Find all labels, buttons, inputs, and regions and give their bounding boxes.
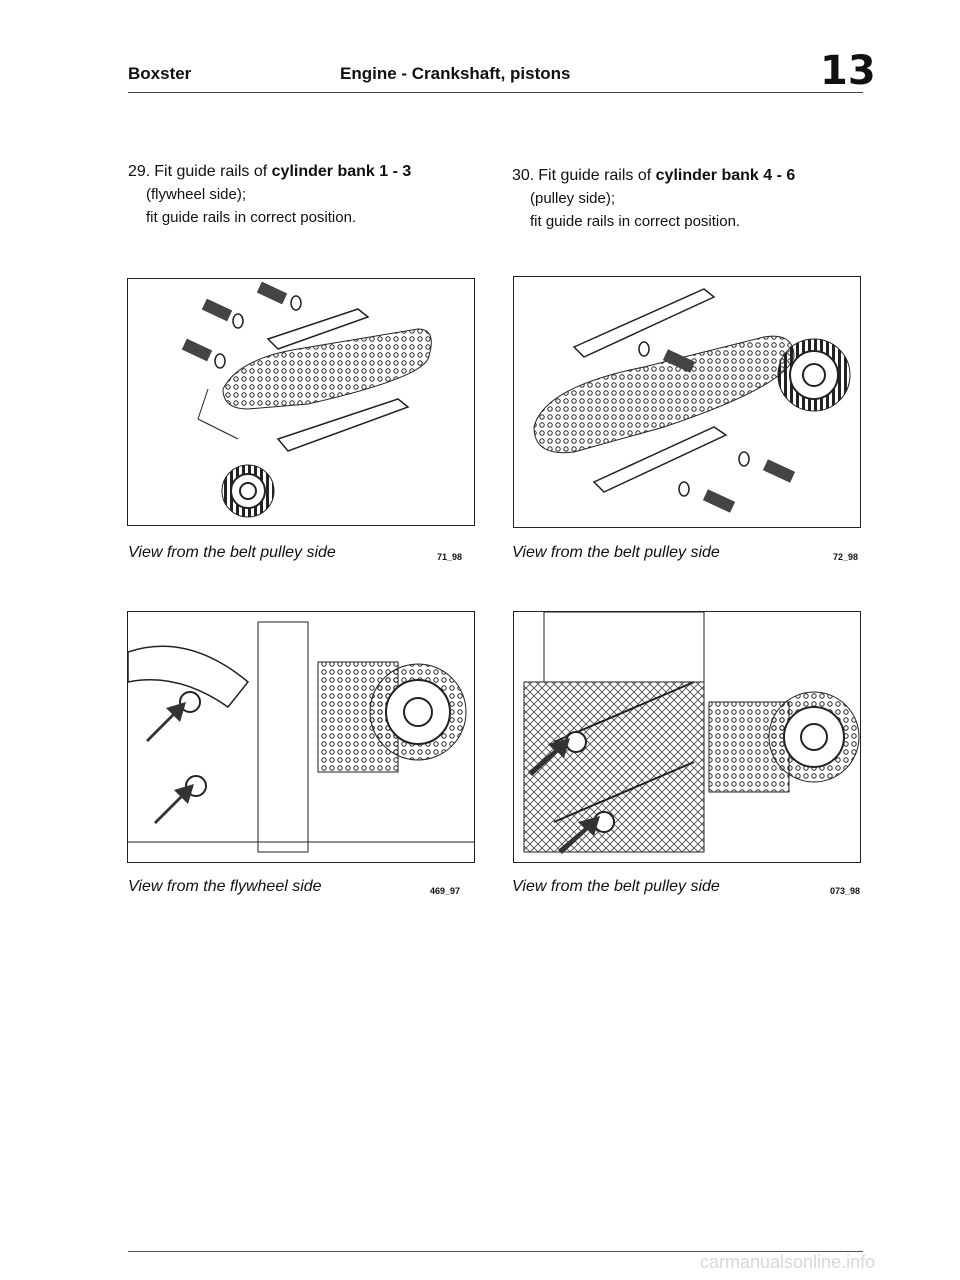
sprocket-icon xyxy=(777,338,851,412)
header-section-title: Engine - Crankshaft, pistons xyxy=(340,64,571,83)
bolt-icon xyxy=(678,481,736,513)
figure-id: 469_97 xyxy=(430,886,461,896)
page-header: Boxster Engine - Crankshaft, pistons 13 xyxy=(0,0,960,100)
header-model: Boxster xyxy=(128,64,192,83)
figure-id: 72_98 xyxy=(833,552,859,562)
figure-caption: View from the flywheel side xyxy=(128,878,322,895)
step-text: Fit guide rails of xyxy=(538,167,656,184)
figure-guide-rails-bank-1-3 xyxy=(127,278,475,526)
sprocket-icon xyxy=(369,663,467,761)
figure-caption: View from the belt pulley side xyxy=(512,544,720,561)
header-rule xyxy=(128,92,863,93)
sprocket-icon xyxy=(221,464,275,518)
step-text: Fit guide rails of xyxy=(154,163,272,180)
step-emphasis: cylinder bank 4 - 6 xyxy=(655,167,796,184)
footer-rule xyxy=(128,1251,863,1252)
arrow-icon xyxy=(154,784,194,824)
arrow-icon xyxy=(528,738,570,776)
step-30: 30.Fit guide rails of cylinder bank 4 - … xyxy=(512,164,852,233)
step-number: 30. xyxy=(512,167,535,184)
bolt-icon xyxy=(638,341,696,373)
step-number: 29. xyxy=(128,163,151,180)
header-section-number: 13 xyxy=(820,48,876,94)
step-line2: (flywheel side); xyxy=(146,186,247,203)
bolt-icon xyxy=(256,281,302,311)
step-line3: fit guide rails in correct position. xyxy=(530,213,741,230)
bolt-icon xyxy=(201,298,244,329)
figure-flywheel-side xyxy=(127,611,475,863)
arrow-icon xyxy=(146,702,186,742)
step-emphasis: cylinder bank 1 - 3 xyxy=(271,163,412,180)
step-line2: (pulley side); xyxy=(530,190,616,207)
bolt-icon xyxy=(738,451,796,483)
figure-caption: View from the belt pulley side xyxy=(128,544,336,561)
figure-guide-rails-bank-4-6 xyxy=(513,276,861,528)
figure-id: 71_98 xyxy=(437,552,463,562)
engine-block-illustration xyxy=(128,621,474,853)
bolt-icon xyxy=(181,338,226,369)
engine-block-illustration xyxy=(523,612,860,854)
exploded-view-illustration xyxy=(181,281,432,518)
step-29: 29.Fit guide rails of cylinder bank 1 - … xyxy=(128,160,468,229)
arrow-icon xyxy=(558,816,600,854)
exploded-view-illustration xyxy=(533,288,851,513)
figure-id: 073_98 xyxy=(830,886,861,896)
figure-belt-pulley-side-engine xyxy=(513,611,861,863)
step-line3: fit guide rails in correct position. xyxy=(146,209,357,226)
watermark: carmanualsonline.info xyxy=(700,1252,876,1272)
sprocket-icon xyxy=(768,691,860,783)
figure-caption: View from the belt pulley side xyxy=(512,878,720,895)
